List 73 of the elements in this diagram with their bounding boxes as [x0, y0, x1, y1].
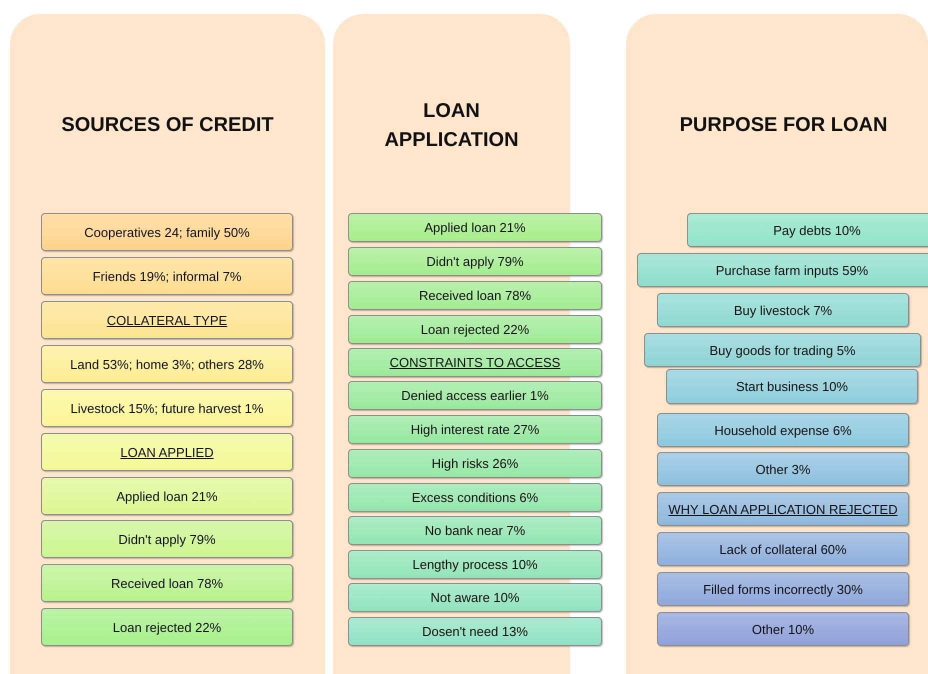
data-box	[41, 477, 293, 515]
data-box	[41, 257, 293, 295]
data-box	[348, 483, 602, 512]
column-panel	[626, 14, 928, 674]
box-label: Buy livestock 7%	[734, 302, 832, 318]
data-box	[348, 550, 602, 579]
box-label: Buy goods for trading 5%	[710, 342, 856, 358]
data-box	[348, 381, 602, 410]
box-label: Pay debts 10%	[773, 222, 861, 238]
section-heading-box	[657, 492, 909, 526]
box-label: Filled forms incorrectly 30%	[703, 582, 863, 596]
data-box	[348, 583, 602, 612]
box-label: Applied loan 21%	[116, 488, 218, 504]
data-box	[348, 281, 602, 310]
column-panel	[10, 14, 325, 674]
box-label: Lack of collateral 60%	[719, 542, 847, 556]
data-box	[41, 608, 293, 646]
data-box	[666, 369, 918, 404]
box-label: Other 3%	[756, 462, 810, 476]
box-label: No bank near 7%	[424, 523, 526, 538]
section-heading: COLLATERAL TYPE	[106, 312, 228, 328]
box-label: Applied loan 21%	[424, 220, 526, 235]
data-box	[348, 449, 602, 478]
data-box	[348, 247, 602, 276]
box-label: Cooperatives 24; family 50%	[84, 224, 250, 240]
box-label: Livestock 15%; future harvest 1%	[70, 400, 264, 416]
section-heading: CONSTRAINTS TO ACCESS	[390, 355, 560, 370]
data-box	[348, 415, 602, 444]
box-label: Friends 19%; informal 7%	[92, 268, 242, 284]
data-box	[348, 617, 602, 646]
box-label: Didn't apply 79%	[426, 254, 524, 269]
box-label: Loan rejected 22%	[420, 322, 530, 337]
box-label: Didn't apply 79%	[118, 532, 216, 546]
data-box	[657, 293, 909, 327]
section-heading: LOAN APPLIED	[120, 444, 214, 460]
box-label: High risks 26%	[432, 456, 518, 471]
data-box	[657, 413, 909, 447]
box-label: Excess conditions 6%	[412, 490, 538, 505]
box-label: Loan rejected 22%	[112, 620, 222, 634]
data-box	[348, 315, 602, 344]
box-label: Received loan 78%	[110, 576, 224, 590]
section-heading-box	[41, 301, 293, 339]
data-box	[41, 389, 293, 427]
box-label: Household expense 6%	[714, 422, 852, 438]
section-heading-box	[348, 348, 602, 377]
column-heading: PURPOSE FOR LOAN	[678, 113, 888, 138]
box-label: Land 53%; home 3%; others 28%	[70, 356, 264, 372]
data-box	[657, 612, 909, 646]
data-box	[657, 532, 909, 566]
data-box	[687, 213, 928, 247]
data-box	[657, 452, 909, 486]
data-box	[657, 572, 909, 606]
box-label: Start business 10%	[736, 379, 848, 394]
section-heading-box	[41, 433, 293, 471]
box-label: Denied access earlier 1%	[401, 388, 549, 403]
box-label: Dosen't need 13%	[422, 624, 528, 639]
box-label: Received loan 78%	[418, 288, 532, 303]
data-box	[41, 564, 293, 602]
data-box	[644, 333, 921, 367]
box-label: High interest rate 27%	[410, 422, 540, 437]
box-label: Lengthy process 10%	[412, 557, 538, 572]
column-heading: SOURCES OF CREDIT	[60, 113, 275, 138]
data-box	[348, 516, 602, 545]
box-label: Other 10%	[752, 622, 814, 636]
data-box	[637, 253, 928, 287]
data-box	[41, 520, 293, 558]
data-box	[348, 213, 602, 242]
data-box	[41, 213, 293, 251]
box-label: Purchase farm inputs 59%	[716, 262, 868, 278]
box-label: Not aware 10%	[430, 590, 520, 605]
column-heading: LOAN APPLICATION	[383, 99, 520, 153]
section-heading: WHY LOAN APPLICATION REJECTED	[668, 502, 898, 516]
data-box	[41, 345, 293, 383]
